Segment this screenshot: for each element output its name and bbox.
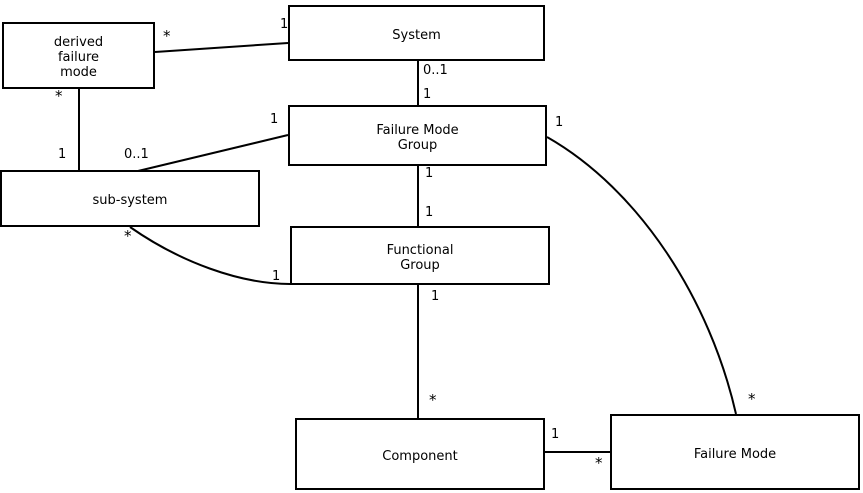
multiplicity-label-mult-fm-to-component: * [595, 454, 603, 472]
multiplicity-label-mult-system-down: 0..1 [423, 63, 448, 78]
multiplicity-label-mult-dfm-to-system: * [163, 27, 171, 45]
multiplicity-label-mult-subsystem-to-fg: * [124, 227, 132, 245]
class-box-label-failure-mode-group: Failure Mode Group [376, 123, 459, 153]
multiplicity-label-mult-fmg-to-fm: 1 [555, 115, 564, 130]
class-box-sub-system[interactable]: sub-system [0, 170, 260, 227]
multiplicity-label-mult-fg-to-subsystem: 1 [272, 269, 281, 284]
class-box-failure-mode-group[interactable]: Failure Mode Group [288, 105, 547, 166]
multiplicity-label-mult-system-to-dfm: 1 [280, 17, 289, 32]
class-box-label-component: Component [382, 449, 458, 464]
edge-sub-system--failure-mode-group [137, 134, 289, 172]
multiplicity-label-mult-component-up: * [429, 391, 437, 409]
class-box-label-sub-system: sub-system [92, 193, 168, 208]
edge-derived-failure-mode--system [154, 42, 289, 53]
edge-sub-system--functional-group [129, 226, 291, 285]
class-box-functional-group[interactable]: Functional Group [290, 226, 550, 285]
multiplicity-label-mult-fg-up: 1 [425, 205, 434, 220]
class-box-failure-mode[interactable]: Failure Mode [610, 414, 860, 490]
edge-failure-mode-group--failure-mode [546, 136, 737, 415]
multiplicity-label-mult-fg-down: 1 [431, 289, 440, 304]
class-box-component[interactable]: Component [295, 418, 545, 490]
class-box-label-functional-group: Functional Group [386, 243, 454, 273]
multiplicity-label-mult-fm-to-fmg: * [748, 390, 756, 408]
multiplicity-label-mult-dfm-down: * [55, 87, 63, 105]
multiplicity-label-mult-component-to-fm: 1 [551, 427, 560, 442]
multiplicity-label-mult-fmg-to-subsystem: 1 [270, 112, 279, 127]
class-box-label-derived-failure-mode: derived failure mode [53, 35, 104, 80]
class-box-derived-failure-mode[interactable]: derived failure mode [2, 22, 155, 89]
multiplicity-label-mult-subsystem-up: 1 [58, 147, 67, 162]
multiplicity-label-mult-fmg-up: 1 [423, 87, 432, 102]
class-box-label-failure-mode: Failure Mode [693, 447, 777, 462]
class-box-system[interactable]: System [288, 5, 545, 61]
class-box-label-system: System [392, 28, 441, 43]
multiplicity-label-mult-fmg-down: 1 [425, 166, 434, 181]
multiplicity-label-mult-subsystem-to-fmg: 0..1 [124, 147, 149, 162]
